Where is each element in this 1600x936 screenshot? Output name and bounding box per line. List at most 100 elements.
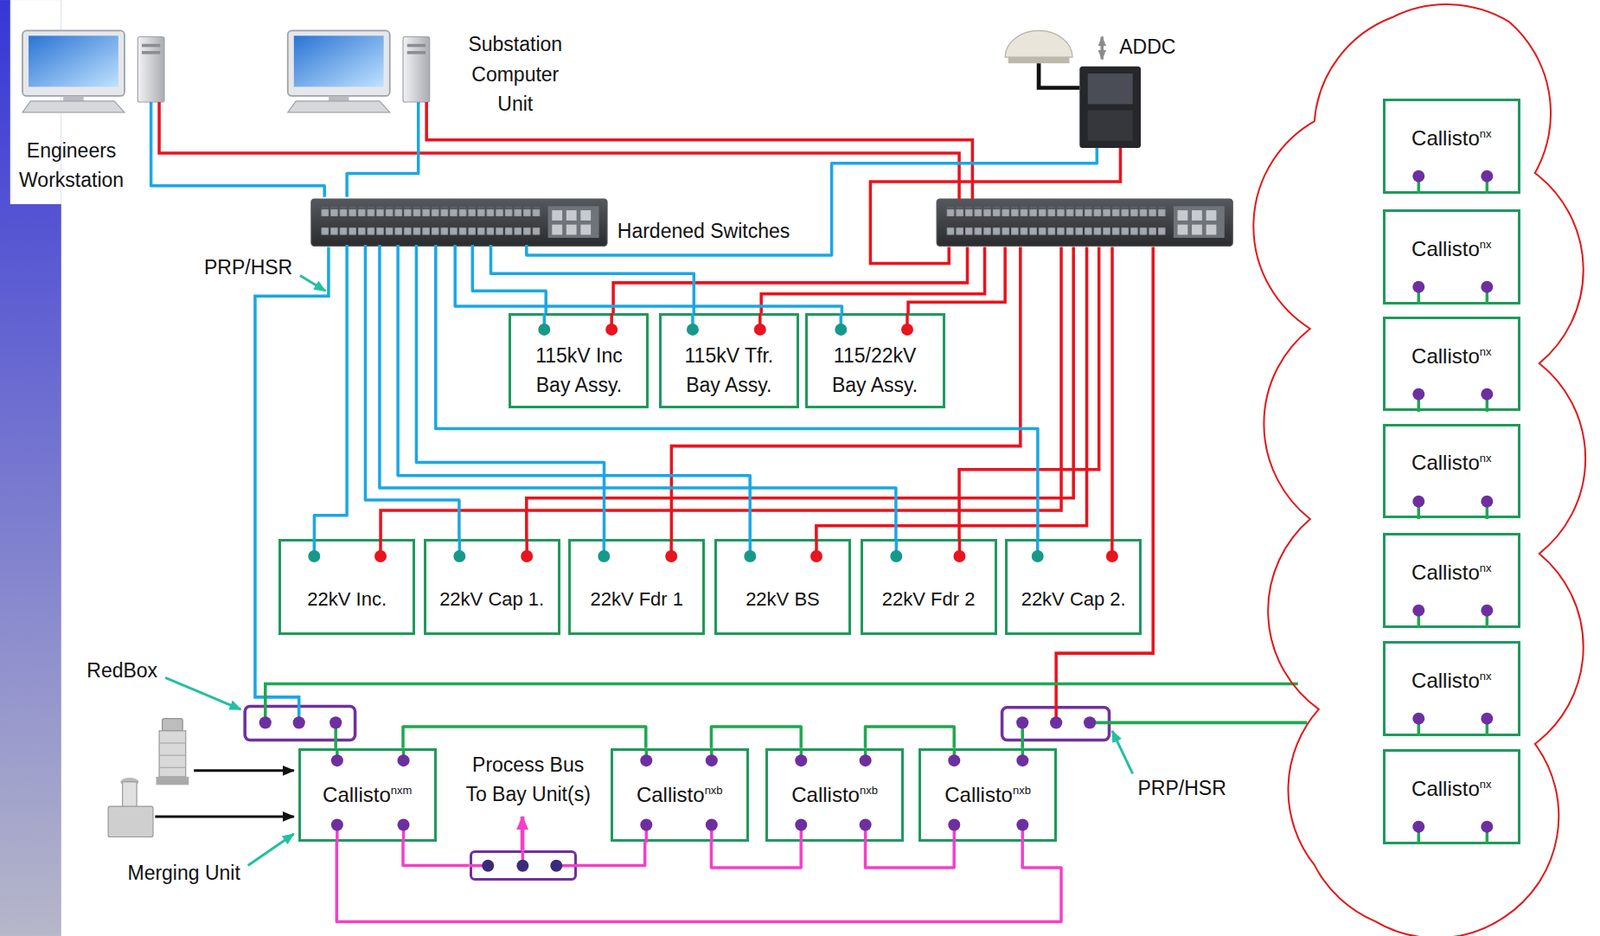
port-dot: [901, 323, 914, 336]
model-suffix: nx: [1479, 451, 1492, 465]
box-label: 115/22kV Bay Assy.: [814, 340, 936, 401]
voltage-transformer: [108, 777, 154, 837]
node-label: Substation Computer Unit: [463, 29, 568, 120]
port-dot: [597, 550, 610, 563]
device-name: Callisto: [636, 782, 705, 807]
device-label: Callistonx: [1411, 236, 1492, 262]
port-dot: [307, 550, 320, 563]
process-bus-box: Process Bus To Bay Unit(s): [469, 850, 577, 881]
switch-picture: [311, 198, 608, 246]
computer-icon: Substation Computer Unit: [285, 25, 444, 102]
callout-label: PRP/HSR: [1138, 776, 1227, 800]
port-dot: [259, 716, 272, 729]
box-label: 22kV BS: [745, 588, 820, 611]
port-dot: [374, 550, 387, 563]
port-dots: [1004, 538, 1142, 635]
port-dots: [568, 538, 705, 635]
port-dot: [640, 754, 653, 767]
port-dot: [1412, 604, 1425, 617]
red-wire: [959, 247, 1100, 539]
box-label: 22kV Cap 1.: [439, 588, 544, 611]
port-dots: [860, 538, 998, 635]
network-switch: Hardened Switches: [311, 197, 608, 245]
network-link: [346, 102, 419, 198]
callisto-box: Callistonx: [1382, 209, 1521, 305]
port-dot: [1412, 820, 1425, 833]
port-dot: [859, 818, 872, 831]
port-dot: [1480, 170, 1493, 183]
network-link: [403, 841, 470, 865]
red-wire: [870, 147, 1120, 263]
bay-box: 115/22kV Bay Assy.: [805, 313, 946, 409]
port-dot: [1049, 716, 1063, 729]
bay-box: 22kV Fdr 1: [568, 538, 705, 635]
port-dot: [1480, 387, 1493, 400]
workstation-picture: [22, 30, 165, 112]
model-suffix: nx: [1479, 669, 1492, 683]
port-dot: [889, 550, 903, 563]
instrument-feeds: [154, 770, 294, 817]
box-label: 22kV Inc.: [307, 588, 387, 611]
leader-line: [300, 275, 326, 292]
red-wire: [908, 247, 1005, 314]
ct-rib: [159, 767, 186, 768]
process-bus-arrow: [520, 816, 525, 851]
port-dot: [396, 818, 410, 831]
device-label: Callistonx: [1411, 560, 1492, 585]
ct-rib: [159, 742, 186, 743]
sync-arrow: [1100, 37, 1104, 60]
port-dot: [516, 859, 529, 872]
model-suffix: nx: [1479, 345, 1492, 359]
port-dot: [1016, 716, 1029, 729]
callout-leaders: [165, 275, 1133, 866]
box-text: 115kV Tfr. Bay Assy.: [668, 340, 790, 401]
device-name: Callisto: [1411, 344, 1480, 368]
device-label: Callistonx: [1411, 450, 1492, 475]
box-text: 22kV Cap 1.: [439, 588, 544, 611]
port-dot: [538, 323, 551, 336]
port-dot: [834, 323, 847, 336]
model-suffix: nxb: [859, 783, 878, 797]
leader-line: [165, 677, 241, 710]
port-dot: [1031, 550, 1044, 563]
bay-box: 22kV Cap 1.: [423, 538, 561, 635]
device-name: Callisto: [791, 782, 860, 807]
port-dot: [947, 754, 960, 767]
box-label: 22kV Cap 2.: [1021, 588, 1127, 611]
network-link: [865, 841, 955, 868]
port-dot: [704, 754, 717, 767]
vt-tank: [108, 806, 154, 837]
bay-box: 22kV Cap 2.: [1004, 538, 1142, 635]
green-wire: [265, 684, 1299, 724]
box-label: 115kV Tfr. Bay Assy.: [668, 340, 790, 401]
callisto-box: Callistonx: [1382, 423, 1521, 519]
bay-box: 115kV Tfr. Bay Assy.: [659, 313, 800, 409]
network-link: [151, 102, 326, 198]
port-dot: [754, 323, 767, 336]
port-dot: [453, 550, 466, 563]
port-dot: [743, 550, 756, 563]
device-name: Callisto: [944, 782, 1013, 807]
model-suffix: nxb: [704, 783, 724, 797]
model-suffix: nx: [1479, 777, 1492, 791]
callisto-box: Callistonx: [1382, 316, 1521, 412]
bay-box: 115kV Inc Bay Assy.: [508, 313, 649, 409]
workstation-icon: Engineers Workstation: [20, 25, 180, 102]
leader-line: [1112, 730, 1133, 775]
port-dot: [859, 754, 872, 767]
port-dot: [1083, 716, 1096, 729]
port-dot: [1480, 494, 1493, 507]
port-dot: [953, 550, 966, 563]
red-wire: [1110, 247, 1114, 539]
callout-label: Merging Unit: [127, 861, 240, 884]
ct-body: [159, 730, 186, 777]
port-dot: [1480, 820, 1493, 833]
device-label: Callistonxm: [322, 782, 412, 807]
device-label: Callistonx: [1411, 668, 1492, 693]
model-suffix: nxm: [390, 783, 413, 797]
callisto-box: Callistonx: [1382, 640, 1521, 736]
network-link: [526, 147, 1098, 256]
blue-wire: [255, 247, 329, 724]
leader-line: [248, 833, 295, 866]
